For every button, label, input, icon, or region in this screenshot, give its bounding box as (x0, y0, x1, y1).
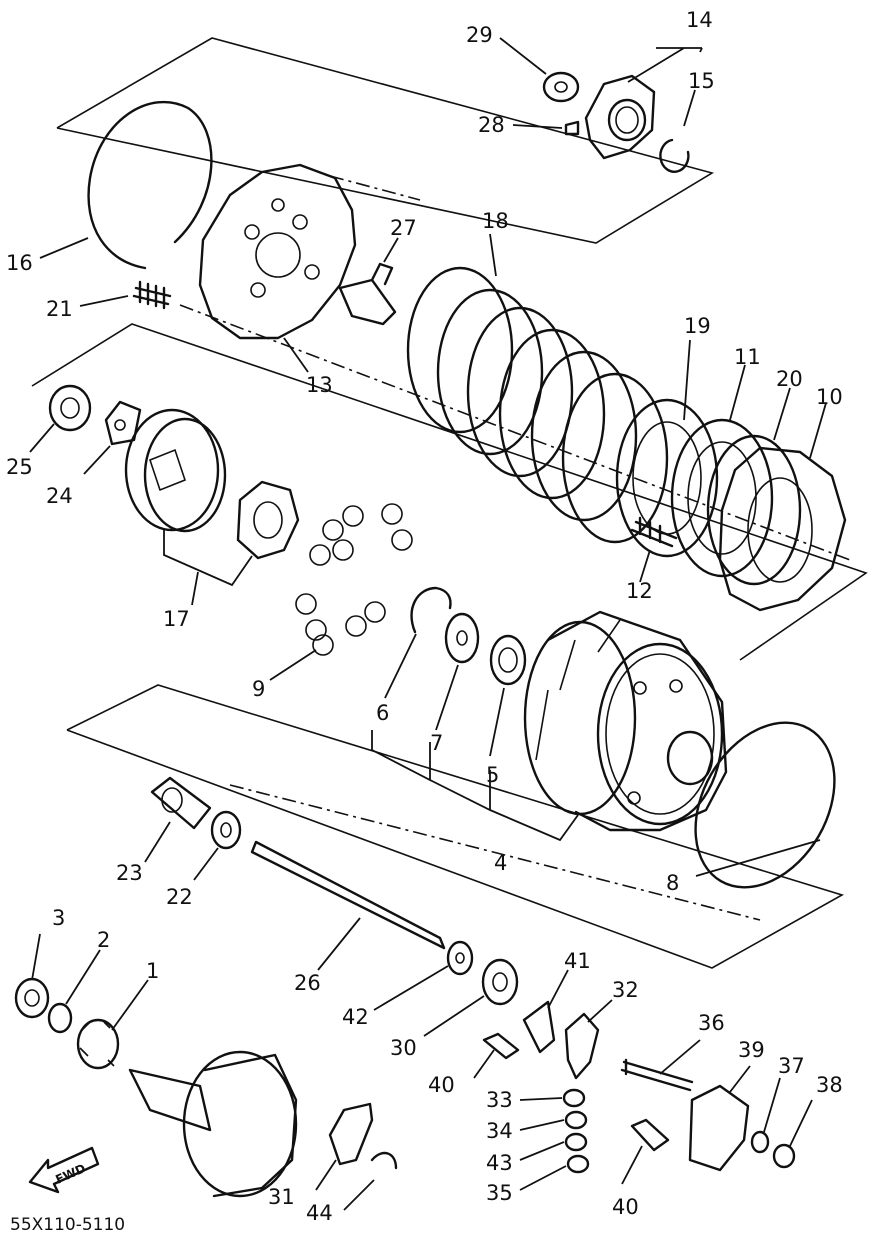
callout-33: 33 (486, 1088, 513, 1112)
callout-6: 6 (376, 701, 389, 725)
pressure-plate-13 (198, 163, 357, 340)
spring-21 (132, 280, 172, 310)
clutch-plates-stack (406, 266, 774, 578)
frame-primary-driven-gear (66, 684, 845, 969)
o-ring-8 (694, 721, 836, 889)
callout-30: 30 (390, 1036, 417, 1060)
callout-35: 35 (486, 1181, 513, 1205)
axis-push-rod (229, 784, 761, 921)
callout-20: 20 (776, 367, 803, 391)
callout-labels: 1 2 3 4 5 6 7 8 9 10 11 12 13 14 15 16 1… (6, 8, 843, 1225)
callout-40b: 40 (612, 1195, 639, 1219)
callout-31: 31 (268, 1185, 295, 1209)
callout-2: 2 (97, 928, 110, 952)
callout-37: 37 (778, 1054, 805, 1078)
leader-lines (29, 37, 827, 1211)
callout-42: 42 (342, 1005, 369, 1029)
fwd-label: FWD (53, 1161, 87, 1187)
callout-32: 32 (612, 978, 639, 1002)
frame-clutch-cover (56, 37, 715, 244)
lever-31 (328, 1102, 374, 1166)
fwd-arrow: FWD (28, 1146, 100, 1194)
callout-25: 25 (6, 455, 33, 479)
callout-22: 22 (166, 885, 193, 909)
callout-40a: 40 (428, 1073, 455, 1097)
diagram-code: 55X110-5110 (10, 1215, 125, 1235)
assembly-frames (31, 37, 868, 969)
callout-41: 41 (564, 949, 591, 973)
bolt-12 (630, 516, 678, 548)
bracket-group (620, 1058, 796, 1172)
callout-21: 21 (46, 297, 73, 321)
callout-8: 8 (666, 871, 679, 895)
axis-cover-top (329, 175, 421, 201)
push-rod-group (150, 776, 446, 950)
clutch-housing-4 (523, 610, 728, 832)
circlip-44 (370, 1151, 398, 1170)
callout-24: 24 (46, 484, 73, 508)
bearing-5 (489, 634, 527, 686)
callout-28: 28 (478, 113, 505, 137)
callout-15: 15 (688, 69, 715, 93)
callout-11: 11 (734, 345, 761, 369)
callout-16: 16 (6, 251, 33, 275)
callout-19: 19 (684, 314, 711, 338)
callout-10: 10 (816, 385, 843, 409)
seal-30 (481, 958, 519, 1006)
callout-4: 4 (494, 851, 507, 875)
callout-17: 17 (163, 607, 190, 631)
callout-13: 13 (306, 373, 333, 397)
callout-34: 34 (486, 1119, 513, 1143)
callout-12: 12 (626, 579, 653, 603)
push-rod-27 (338, 262, 397, 326)
callout-23: 23 (116, 861, 143, 885)
callout-14: 14 (686, 8, 713, 32)
callout-7: 7 (430, 731, 443, 755)
callout-39: 39 (738, 1038, 765, 1062)
primary-drive-group (48, 384, 300, 560)
callout-38: 38 (816, 1073, 843, 1097)
callout-18: 18 (482, 209, 509, 233)
clutch-push-lever-shaft (128, 1050, 298, 1198)
callout-27: 27 (390, 216, 417, 240)
wire-circlip-16 (87, 100, 213, 270)
bearing-housing-group (542, 71, 690, 173)
drive-nut-group (14, 977, 120, 1070)
thrust-washer-7 (444, 612, 480, 664)
callout-9: 9 (252, 677, 265, 701)
callout-3: 3 (52, 906, 65, 930)
circlip-6 (410, 586, 452, 634)
callout-36: 36 (698, 1011, 725, 1035)
callout-44: 44 (306, 1201, 333, 1225)
steel-balls-9 (295, 503, 413, 656)
cable-holder-group (482, 1000, 600, 1174)
clutch-boss-10 (706, 434, 847, 612)
callout-5: 5 (486, 763, 499, 787)
callout-29: 29 (466, 23, 493, 47)
frame-pressure-plate (31, 323, 868, 661)
callout-26: 26 (294, 971, 321, 995)
washer-42 (446, 940, 474, 976)
callout-1: 1 (146, 959, 159, 983)
callout-43: 43 (486, 1151, 513, 1175)
